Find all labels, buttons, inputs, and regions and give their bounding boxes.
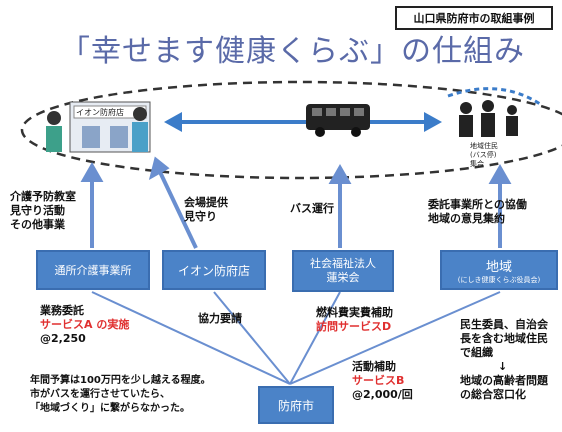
welfare-org-label: 民生委員、自治会 長を含む地域住民 で組織 ↓ 地域の高齢者問題 の総合窓口化: [460, 318, 548, 402]
region-link-label: 委託事業所との協働 地域の意見集約: [428, 198, 527, 226]
social-welfare-line-1: 社会福祉法人: [310, 257, 376, 270]
area-caption-3: 集合: [470, 160, 484, 168]
service-d-text: 訪問サービスD: [316, 320, 392, 333]
line-city-aeon: [213, 291, 291, 385]
budget-note: 年間予算は100万円を少し越える程度。 市がバスを運行させていたら、 「地域づく…: [30, 374, 211, 416]
cooperation-label: 協力要請: [198, 312, 242, 325]
line-city-region: [289, 291, 501, 385]
commission-label: 業務委託 サービスA の実施 @2,250: [40, 304, 129, 346]
region-sub-label: (にしき健康くらぶ役員会): [457, 275, 541, 284]
consult-line-1: 地域の高齢者問題: [460, 374, 548, 387]
care-office-box: 通所介護事業所: [36, 250, 150, 290]
care-office-label: 通所介護事業所: [54, 264, 132, 277]
care-support-line-2: 見守り活動: [10, 204, 65, 217]
city-box: 防府市: [258, 386, 334, 424]
region-link-line-2: 地域の意見集約: [428, 212, 505, 225]
welfare-line-1: 民生委員、自治会: [460, 318, 548, 331]
venue-line-2: 見守り: [184, 210, 217, 223]
care-support-line-3: その他事業: [10, 218, 65, 231]
case-label: 山口県防府市の取組事例: [395, 6, 553, 30]
venue-label: 会場提供 見守り: [184, 196, 228, 224]
bus-operation-label: バス運行: [290, 202, 334, 215]
area-caption-2: (バス停): [470, 151, 497, 159]
page-title: 「幸せます健康くらぶ」の仕組み: [60, 34, 525, 69]
note-line-2: 市がバスを運行させていたら、: [30, 389, 170, 400]
city-label: 防府市: [277, 398, 314, 413]
aeon-label: イオン防府店: [177, 263, 250, 278]
person-left-icon: [46, 111, 62, 152]
welfare-line-3: で組織: [460, 346, 493, 359]
person-right-icon: [132, 107, 148, 152]
consult-line-2: の総合窓口化: [460, 388, 526, 401]
area-caption-1: 地域住民: [470, 142, 498, 150]
service-a-fee: @2,250: [40, 332, 86, 345]
community-ellipse: [20, 80, 562, 180]
venue-line-1: 会場提供: [184, 196, 228, 209]
note-line-1: 年間予算は100万円を少し越える程度。: [30, 375, 211, 386]
area-caption: 地域住民 (バス停) 集合: [470, 142, 498, 169]
activity-subsidy-text: 活動補助: [352, 360, 396, 373]
fuel-text: 燃料費実費補助: [316, 306, 393, 319]
activity-subsidy-label: 活動補助 サービスB @2,000/回: [352, 360, 413, 402]
social-welfare-box: 社会福祉法人 蓮栄会: [292, 250, 394, 292]
line-city-welfare: [289, 291, 341, 385]
region-label: 地域: [485, 259, 512, 275]
social-welfare-line-2: 蓮栄会: [326, 271, 360, 284]
residents-group-icon: [447, 87, 541, 137]
down-arrow-icon: ↓: [498, 360, 508, 373]
line-city-care: [91, 291, 291, 385]
note-line-3: 「地域づくり」に繋がらなかった。: [30, 403, 190, 414]
bus-icon: [306, 104, 370, 137]
care-support-label: 介護予防教室 見守り活動 その他事業: [10, 190, 76, 232]
store-sign: イオン防府店: [76, 108, 124, 117]
service-b-fee: @2,000/回: [352, 388, 413, 401]
region-box: 地域 (にしき健康くらぶ役員会): [440, 250, 558, 290]
service-a-text: サービスA の実施: [40, 318, 130, 331]
aeon-box: イオン防府店: [162, 250, 266, 290]
care-support-line-1: 介護予防教室: [10, 190, 76, 203]
welfare-line-2: 長を含む地域住民: [460, 332, 548, 345]
commission-text: 業務委託: [40, 304, 84, 317]
double-arrow: [164, 112, 442, 132]
arrow-aeon-up: [158, 171, 198, 249]
region-link-line-1: 委託事業所との協働: [428, 198, 527, 211]
service-b-text: サービスB: [352, 374, 405, 387]
fuel-label: 燃料費実費補助 訪問サービスD: [316, 306, 393, 334]
